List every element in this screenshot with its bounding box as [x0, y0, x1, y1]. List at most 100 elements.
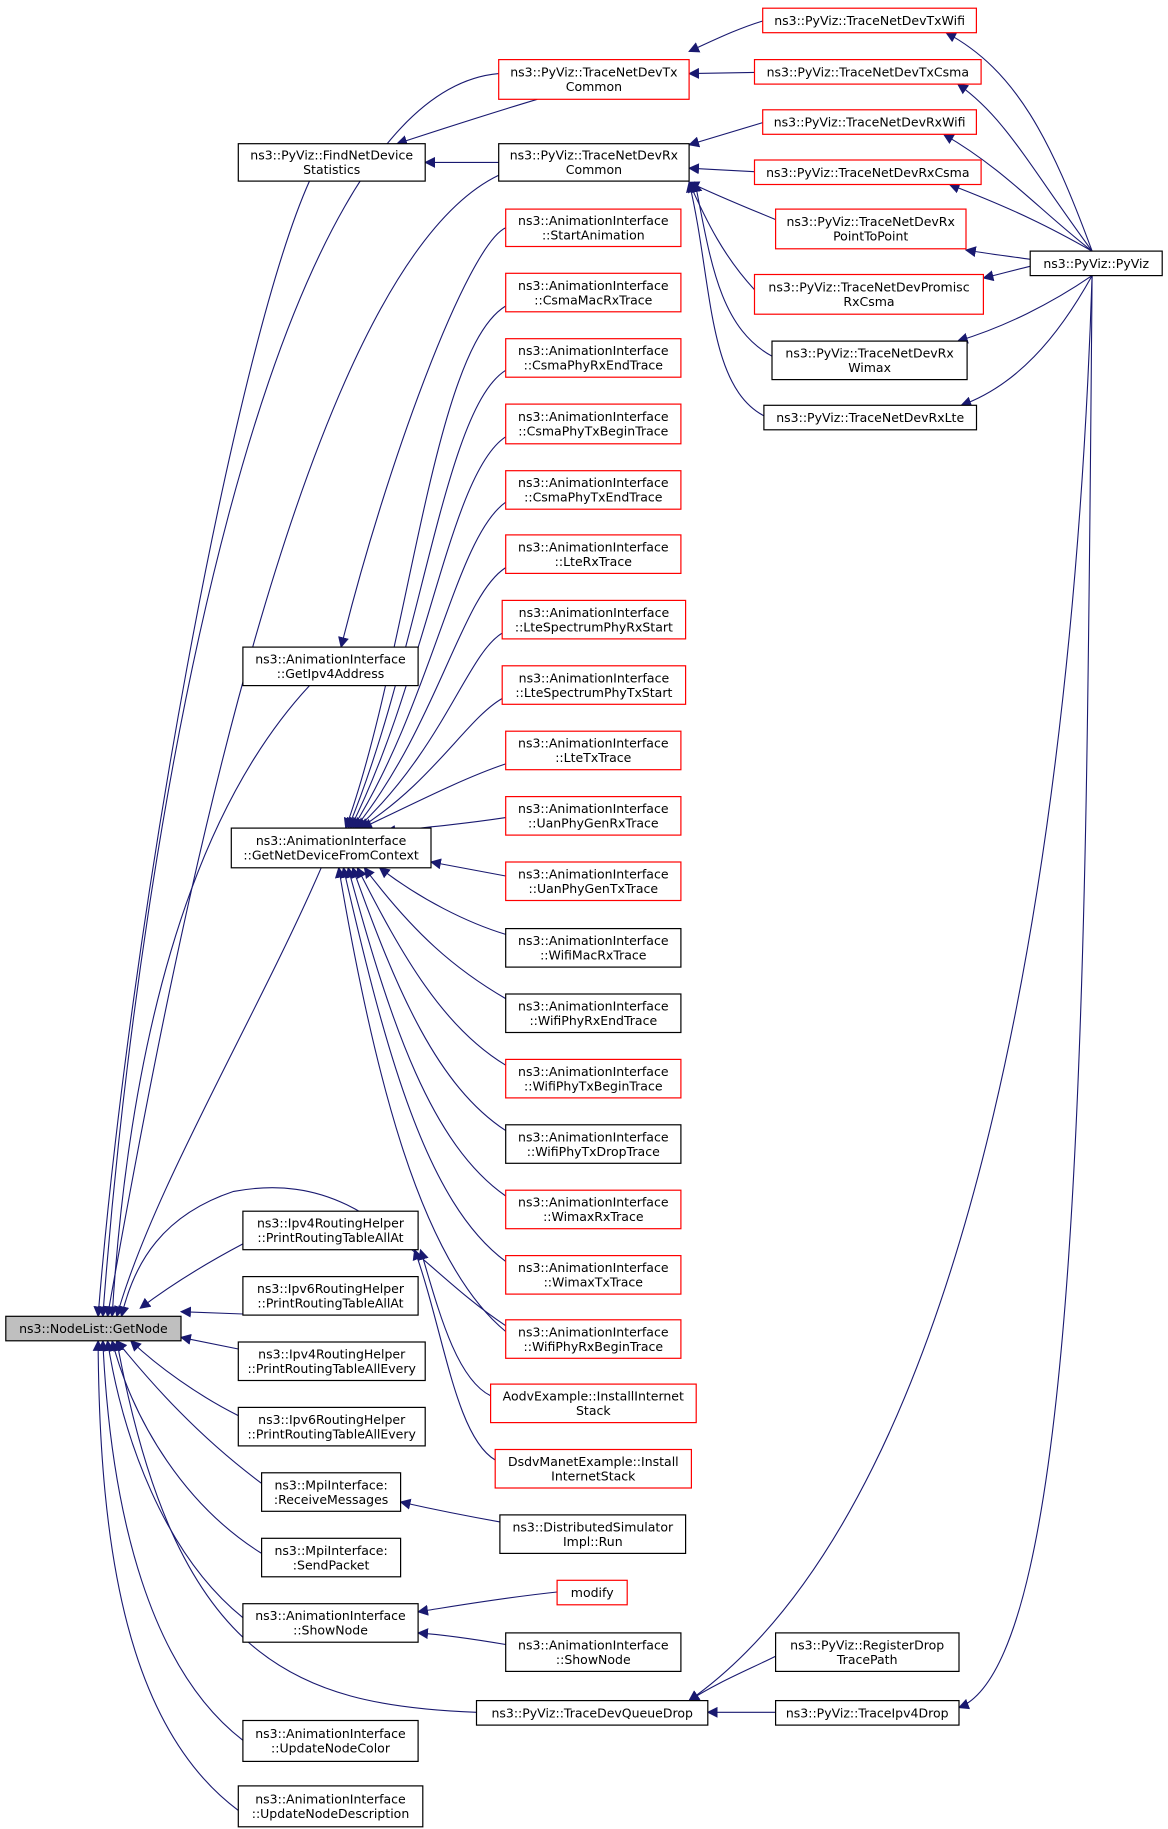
node-label-line: ns3::AnimationInterface [518, 933, 669, 948]
node-label-line: ns3::PyViz::TraceNetDevRx [785, 346, 953, 361]
edge-mpisend-to-getnode [109, 1339, 262, 1554]
node-label-line: ns3::PyViz::TraceNetDevPromisc [768, 280, 969, 295]
node-box [237, 1406, 426, 1447]
node-pyviz[interactable]: ns3::PyViz::PyViz [1029, 250, 1163, 277]
node-label-line: ::UanPhyGenTxTrace [529, 881, 659, 896]
node-wifiphytxbegin[interactable]: ns3::AnimationInterface::WifiPhyTxBeginT… [505, 1058, 682, 1099]
edge-updatedesc-to-getnode [92, 1339, 239, 1811]
node-updatecolor[interactable]: ns3::AnimationInterface::UpdateNodeColor [242, 1719, 419, 1763]
node-ipv6allat[interactable]: ns3::Ipv6RoutingHelper::PrintRoutingTabl… [242, 1275, 419, 1316]
node-wimaxrx[interactable]: ns3::AnimationInterface::WimaxRxTrace [505, 1189, 682, 1230]
edge-ipv6allat-to-getnode [179, 1306, 243, 1318]
node-getipv4address[interactable]: ns3::AnimationInterface::GetIpv4Address [242, 646, 419, 687]
node-traceipv4drop[interactable]: ns3::PyViz::TraceIpv4Drop [774, 1699, 960, 1726]
node-getnetdevctx[interactable]: ns3::AnimationInterface::GetNetDeviceFro… [230, 827, 432, 869]
node-shownode[interactable]: ns3::AnimationInterface::ShowNode [242, 1603, 419, 1643]
node-box [753, 273, 984, 315]
edge-pyviz-to-rxwifi [942, 133, 1093, 252]
node-wifiphyrxend[interactable]: ns3::AnimationInterface::WifiPhyRxEndTra… [505, 993, 682, 1034]
edge-shownode-to-getnode [103, 1339, 244, 1619]
node-ipv4allevery[interactable]: ns3::Ipv4RoutingHelper::PrintRoutingTabl… [237, 1341, 426, 1382]
node-box [490, 1383, 697, 1424]
node-box [505, 470, 682, 510]
node-rxcsma[interactable]: ns3::PyViz::TraceNetDevRxCsma [753, 159, 982, 186]
edge-txcommon-to-getnode [98, 73, 499, 1318]
node-ipv6allevery[interactable]: ns3::Ipv6RoutingHelper::PrintRoutingTabl… [237, 1406, 426, 1447]
edge-modify-to-shownode [417, 1591, 558, 1616]
node-uanrx[interactable]: ns3::AnimationInterface::UanPhyGenRxTrac… [505, 795, 682, 836]
node-label-line: AodvExample::InstallInternet [503, 1389, 684, 1404]
node-lterx[interactable]: ns3::AnimationInterface::LteRxTrace [505, 534, 682, 575]
node-box [505, 861, 682, 902]
node-label-line: ns3::AnimationInterface [519, 605, 670, 620]
node-ltetx[interactable]: ns3::AnimationInterface::LteTxTrace [505, 730, 682, 771]
node-box [242, 1719, 419, 1763]
node-mpireceive[interactable]: ns3::MpiInterface::ReceiveMessages [261, 1472, 402, 1512]
node-ltespectx[interactable]: ns3::AnimationInterface::LteSpectrumPhyT… [501, 665, 687, 705]
edge-csmaphytxend-to-getnetdevctx [352, 501, 507, 830]
edge-rxcsma-to-rxcommon [688, 163, 755, 175]
node-txwifi[interactable]: ns3::PyViz::TraceNetDevTxWifi [762, 7, 978, 34]
node-startanim[interactable]: ns3::AnimationInterface::StartAnimation [505, 208, 682, 248]
node-csmaphytxend[interactable]: ns3::AnimationInterface::CsmaPhyTxEndTra… [505, 470, 682, 510]
node-box [774, 208, 967, 250]
node-label-line: ::GetNetDeviceFromContext [243, 848, 418, 863]
edge-shownode2-to-shownode [417, 1628, 506, 1646]
node-box [237, 143, 426, 182]
node-label-line: ns3::PyViz::PyViz [1043, 256, 1149, 271]
node-txcsma[interactable]: ns3::PyViz::TraceNetDevTxCsma [753, 58, 982, 85]
node-label-line: ns3::PyViz::TraceNetDevRxCsma [766, 165, 969, 180]
edge-ipv6allevery-to-getnode [130, 1340, 239, 1417]
edge-devqueuedrop-to-getnode [113, 1339, 477, 1713]
node-ltespecrx[interactable]: ns3::AnimationInterface::LteSpectrumPhyR… [501, 599, 687, 640]
node-label-line: ns3::AnimationInterface [518, 475, 669, 490]
node-getnode[interactable]: ns3::NodeList::GetNode [5, 1315, 182, 1342]
node-updatedesc[interactable]: ns3::AnimationInterface::UpdateNodeDescr… [237, 1785, 424, 1828]
edge-wifiphytxbegin-to-getnetdevctx [356, 866, 506, 1066]
node-devqueuedrop[interactable]: ns3::PyViz::TraceDevQueueDrop [475, 1699, 709, 1726]
node-csmamacrx[interactable]: ns3::AnimationInterface::CsmaMacRxTrace [505, 272, 682, 313]
node-label-line: ::PrintRoutingTableAllAt [257, 1296, 403, 1311]
node-label-line: ::ShowNode [556, 1652, 631, 1667]
node-wimaxtx[interactable]: ns3::AnimationInterface::WimaxTxTrace [505, 1254, 682, 1295]
node-ipv4allat[interactable]: ns3::Ipv4RoutingHelper::PrintRoutingTabl… [242, 1210, 419, 1251]
node-mpisend[interactable]: ns3::MpiInterface::SendPacket [261, 1537, 402, 1578]
node-label-line: ::LteRxTrace [555, 554, 633, 569]
node-csmaphyrxend[interactable]: ns3::AnimationInterface::CsmaPhyRxEndTra… [505, 338, 682, 378]
node-box [242, 1275, 419, 1316]
edge-pyviz-to-traceipv4drop [957, 275, 1093, 1710]
node-wifimacrx[interactable]: ns3::AnimationInterface::WifiMacRxTrace [505, 927, 682, 968]
node-wifiphyrxbegin[interactable]: ns3::AnimationInterface::WifiPhyRxBeginT… [505, 1319, 682, 1359]
node-rxlte[interactable]: ns3::PyViz::TraceNetDevRxLte [763, 404, 978, 431]
node-label-line: ns3::AnimationInterface [518, 1064, 669, 1079]
node-csmaphytxbegin[interactable]: ns3::AnimationInterface::CsmaPhyTxBeginT… [505, 403, 682, 445]
node-label-line: ::PrintRoutingTableAllEvery [247, 1361, 416, 1376]
node-label-line: ::LteSpectrumPhyTxStart [515, 685, 672, 700]
node-box [505, 1632, 682, 1673]
edge-pyviz-to-devqueuedrop [688, 275, 1093, 1702]
node-rxwifi[interactable]: ns3::PyViz::TraceNetDevRxWifi [762, 109, 978, 135]
node-wifiphytxdrop[interactable]: ns3::AnimationInterface::WifiPhyTxDropTr… [505, 1124, 682, 1164]
node-label-line: ::WifiPhyRxEndTrace [529, 1013, 657, 1028]
node-box [505, 1319, 682, 1359]
node-label-line: :SendPacket [293, 1557, 370, 1572]
node-uantx[interactable]: ns3::AnimationInterface::UanPhyGenTxTrac… [505, 861, 682, 902]
edge-ltetx-to-getnetdevctx [361, 763, 506, 829]
node-shownode2[interactable]: ns3::AnimationInterface::ShowNode [505, 1632, 682, 1673]
node-modify[interactable]: modify [556, 1579, 628, 1606]
node-label-line: ::WimaxRxTrace [543, 1209, 644, 1224]
edge-rxcommon-to-getnode [103, 174, 499, 1318]
node-box [753, 159, 982, 186]
node-label-line: ns3::AnimationInterface [518, 278, 669, 293]
